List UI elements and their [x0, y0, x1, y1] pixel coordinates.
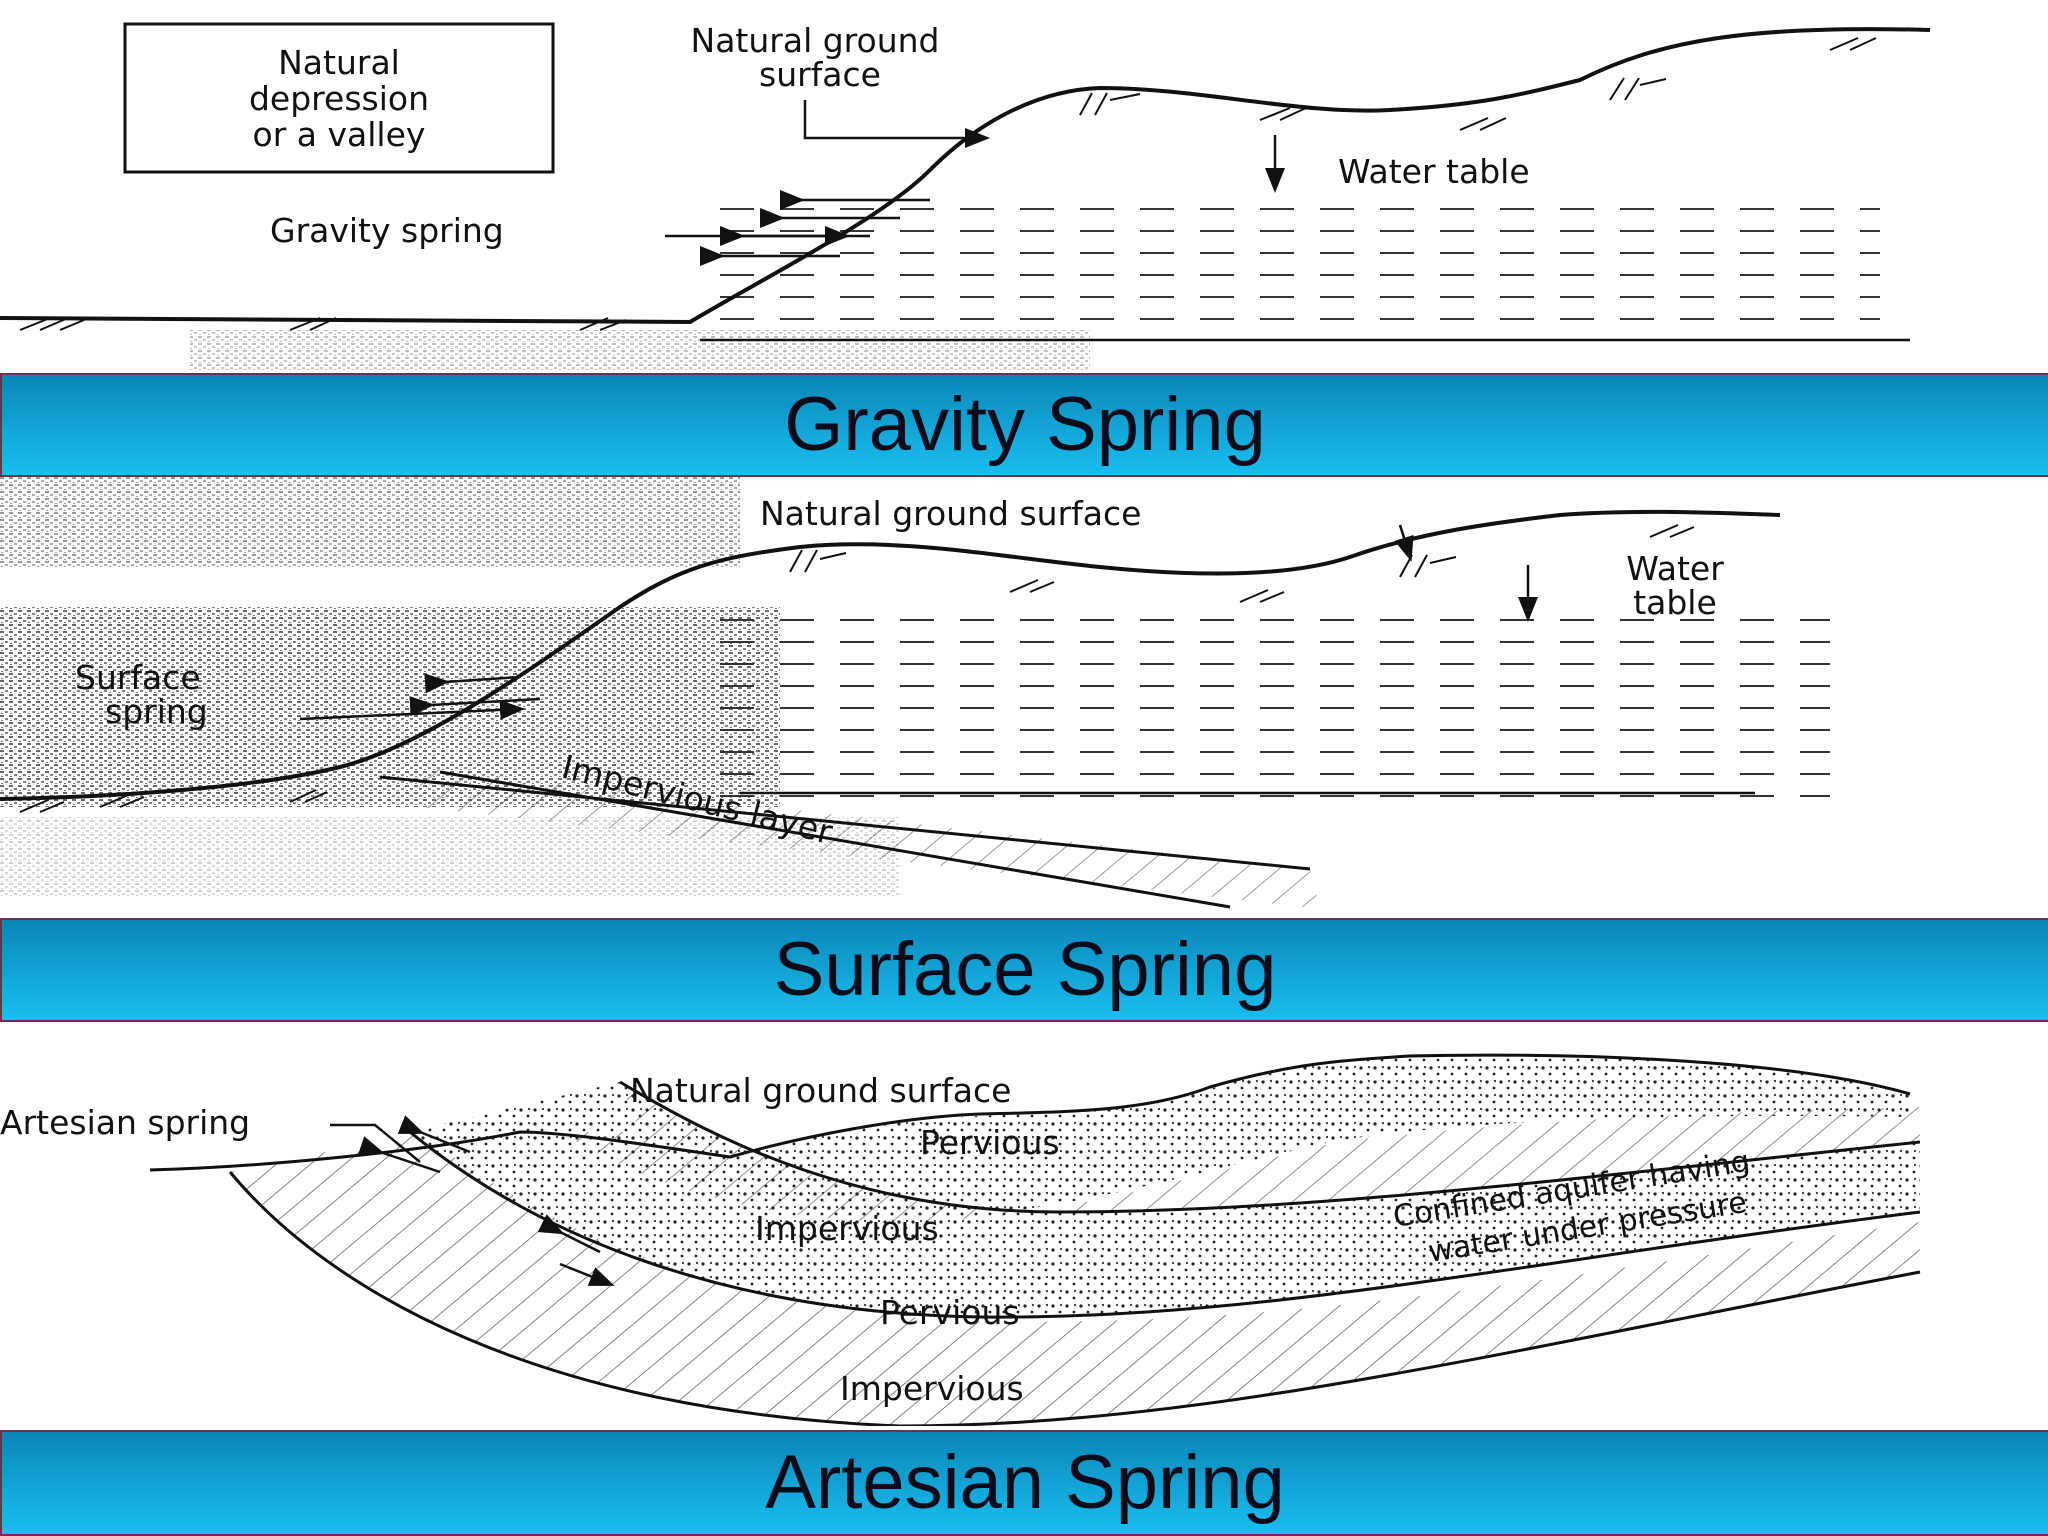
impervious-layer-edges	[379, 770, 1311, 909]
ground-surface-pointer	[803, 100, 990, 148]
artesian-spring-illustration: Artesian spring Natural ground surface P…	[0, 1053, 1921, 1426]
grass-tufts	[19, 37, 1877, 331]
spring-flow-arrows	[665, 190, 930, 266]
pervious-top-label: Pervious	[920, 1123, 1060, 1162]
water-table-label-line1: Water	[1626, 549, 1724, 588]
shading-mid	[0, 607, 780, 807]
impervious-middle-layer	[560, 1082, 1920, 1222]
gravity-spring-banner: Gravity Spring	[0, 373, 2048, 477]
surface-spring-label-line1: Surface	[75, 658, 201, 697]
gravity-spring-label: Gravity spring	[270, 211, 504, 250]
shading-top	[0, 477, 740, 567]
artesian-spring-diagram: Artesian spring Natural ground surface P…	[0, 1022, 2048, 1426]
confined-aquifer-layer	[410, 1082, 1920, 1318]
impervious-bottom-layer	[230, 1132, 1920, 1426]
valley-label-line1: Natural	[278, 43, 400, 82]
ground-surface-label: Natural ground surface	[630, 1071, 1011, 1110]
ground-surface-label-line1: Natural ground	[691, 21, 940, 60]
pervious-low-label: Pervious	[880, 1293, 1020, 1332]
gravity-spring-illustration: Natural depression or a valley Natural g…	[0, 21, 1931, 370]
artesian-spring-title: Artesian Spring	[765, 1440, 1285, 1525]
ground-surface-line	[149, 1053, 1911, 1172]
surface-spring-illustration: Natural ground surface Water table Surfa…	[0, 477, 1830, 909]
valley-label-line2: depression	[249, 79, 429, 118]
gravity-spring-title: Gravity Spring	[784, 382, 1266, 467]
impervious-low-label: Impervious	[840, 1369, 1024, 1408]
surface-spring-banner: Surface Spring	[0, 918, 2048, 1022]
ground-surface-label-line2: surface	[759, 55, 881, 94]
gravity-spring-diagram: Natural depression or a valley Natural g…	[0, 0, 2048, 370]
spring-flow-arrows	[357, 1115, 615, 1286]
ground-surface-label: Natural ground surface	[760, 494, 1141, 533]
surface-spring-title: Surface Spring	[773, 927, 1277, 1012]
spring-flow-arrows	[299, 673, 541, 721]
saturated-zone	[700, 617, 1830, 797]
impervious-middle-label: Impervious	[755, 1209, 939, 1248]
valley-label-box	[123, 22, 555, 174]
lower-boundary-line	[228, 1171, 1921, 1426]
grass-tufts	[19, 524, 1695, 813]
aquifer-top-line	[619, 1080, 1921, 1214]
ground-surface-pointer	[1394, 524, 1414, 562]
pervious-top-layer	[730, 1055, 1910, 1220]
water-table-label-line2: table	[1633, 583, 1717, 622]
surface-spring-label-line2: spring	[105, 692, 208, 731]
saturated-zone	[710, 190, 1880, 340]
artesian-spring-label: Artesian spring	[0, 1103, 250, 1142]
artesian-spring-banner: Artesian Spring	[0, 1430, 2048, 1536]
water-table-label: Water table	[1338, 152, 1530, 191]
artesian-spring-pointer	[330, 1123, 421, 1163]
valley-label-line3: or a valley	[253, 115, 426, 154]
surface-spring-diagram: Natural ground surface Water table Surfa…	[0, 477, 2048, 917]
ground-surface-line	[0, 509, 1781, 801]
